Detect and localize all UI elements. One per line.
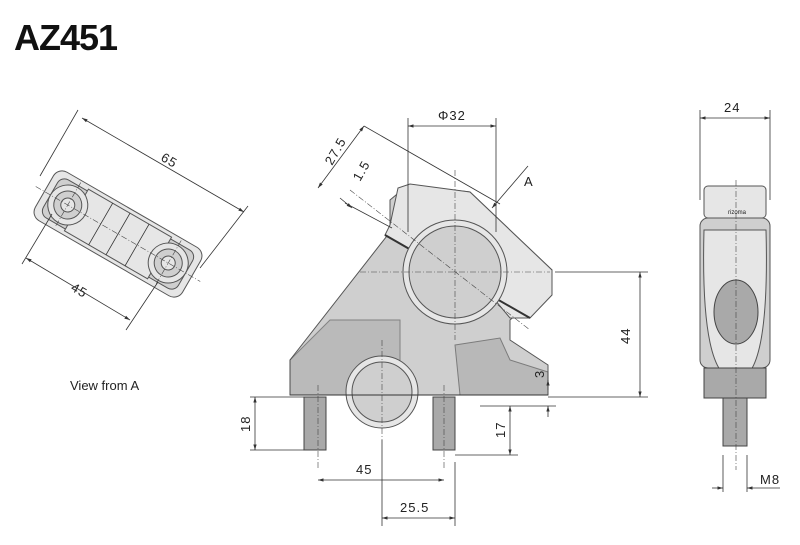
brand-logo: rizoma xyxy=(728,210,747,216)
dim-45-bottom: 45 xyxy=(356,462,372,477)
dim-1-5: 1.5 xyxy=(350,158,374,184)
side-dimensions: 24 M8 xyxy=(699,100,780,492)
product-title: AZ451 xyxy=(14,17,118,58)
dim-17: 17 xyxy=(493,422,508,438)
dim-44: 44 xyxy=(618,328,633,344)
dim-18: 18 xyxy=(238,416,253,432)
dim-3: 3 xyxy=(532,370,547,378)
dim-diameter: Φ32 xyxy=(438,108,466,123)
dim-65: 65 xyxy=(159,150,181,171)
section-a-label: A xyxy=(524,174,533,189)
view-from-a-label: View from A xyxy=(70,378,139,393)
dim-45-top: 45 xyxy=(69,280,91,301)
dim-m8: M8 xyxy=(760,472,780,487)
top-view: 65 45 xyxy=(21,109,249,331)
dim-25-5: 25.5 xyxy=(400,500,429,515)
dim-24: 24 xyxy=(724,100,740,115)
side-view: rizoma xyxy=(699,180,771,470)
front-view xyxy=(289,170,553,470)
